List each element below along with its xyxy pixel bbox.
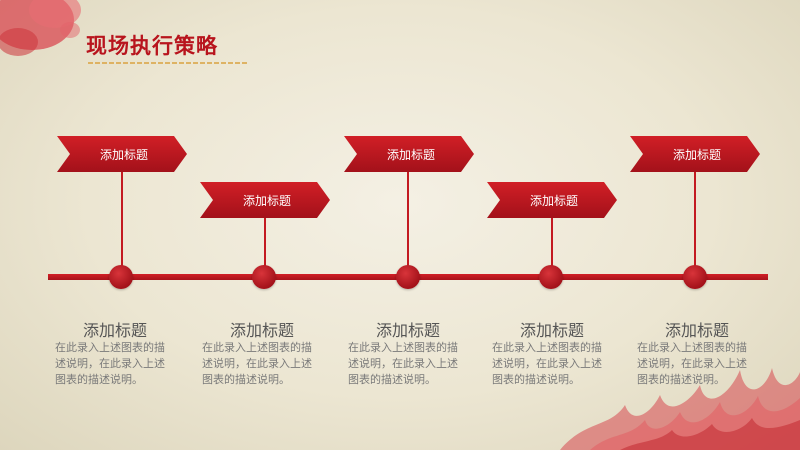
milestone-5-body: 在此录入上述图表的描述说明，在此录入上述图表的描述说明。: [637, 341, 747, 386]
subtitle-decoration: [88, 60, 248, 65]
milestone-5-flag[interactable]: 添加标题: [630, 136, 760, 172]
milestone-2-body: 在此录入上述图表的描述说明，在此录入上述图表的描述说明。: [202, 341, 312, 386]
milestone-4-flag[interactable]: 添加标题: [487, 182, 617, 218]
milestone-1-heading: 添加标题: [82, 321, 147, 340]
milestone-3-flag[interactable]: 添加标题: [344, 136, 474, 172]
milestone-4-stem: [551, 218, 553, 278]
milestone-3-body: 在此录入上述图表的描述说明，在此录入上述图表的描述说明。: [348, 341, 458, 386]
milestone-3-node: [396, 265, 420, 289]
milestone-5-node: [683, 265, 707, 289]
milestone-4-node: [539, 265, 563, 289]
milestone-1-stem: [121, 172, 123, 278]
milestone-5-heading: 添加标题: [664, 321, 729, 340]
milestone-3-stem: [407, 172, 409, 278]
milestone-1-body: 在此录入上述图表的描述说明，在此录入上述图表的描述说明。: [55, 341, 165, 386]
page-title: 现场执行策略: [86, 34, 218, 58]
milestone-4-heading: 添加标题: [519, 321, 584, 340]
milestone-2-node: [252, 265, 276, 289]
milestone-1-node: [109, 265, 133, 289]
milestone-1-flag[interactable]: 添加标题: [57, 136, 187, 172]
milestone-2-flag[interactable]: 添加标题: [200, 182, 330, 218]
milestone-5-stem: [694, 172, 696, 278]
milestone-2-heading: 添加标题: [229, 321, 294, 340]
milestone-3-heading: 添加标题: [375, 321, 440, 340]
milestone-2-stem: [264, 218, 266, 278]
milestone-4-body: 在此录入上述图表的描述说明，在此录入上述图表的描述说明。: [492, 341, 602, 386]
